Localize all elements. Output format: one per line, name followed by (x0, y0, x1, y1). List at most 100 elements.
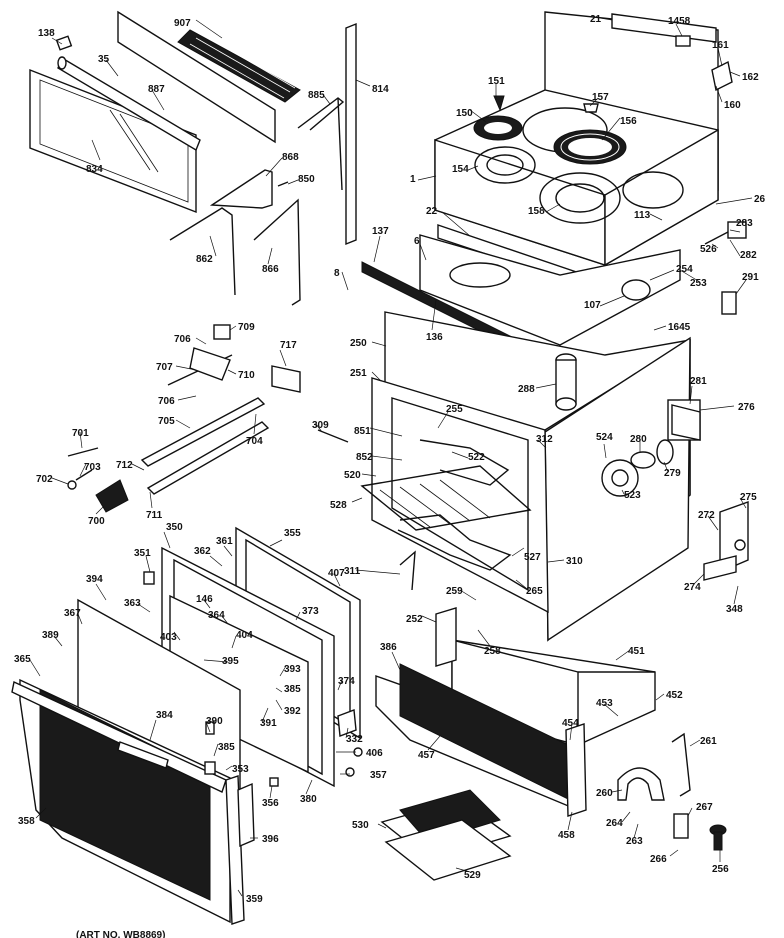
label-1: 1 (410, 174, 416, 185)
vent-tube-288 (555, 353, 577, 411)
label-157: 157 (592, 92, 609, 103)
label-309: 309 (312, 420, 329, 431)
oven-vent-duct (419, 234, 681, 346)
label-389: 389 (42, 630, 59, 641)
bracket-709 (189, 324, 231, 381)
label-712: 712 (116, 460, 133, 471)
label-263: 263 (626, 836, 643, 847)
label-21: 21 (590, 14, 602, 25)
leveling-leg-267 (673, 813, 689, 839)
label-374: 374 (338, 676, 355, 687)
label-885: 885 (308, 90, 325, 101)
bracket-862 (169, 207, 236, 296)
label-358: 358 (18, 816, 35, 827)
label-361: 361 (216, 536, 233, 547)
label-520: 520 (344, 470, 361, 481)
label-373: 373 (302, 606, 319, 617)
label-26: 26 (754, 194, 766, 205)
label-253: 253 (690, 278, 707, 289)
label-457: 457 (418, 750, 435, 761)
label-710: 710 (238, 370, 255, 381)
hinge-receiver-274 (703, 555, 737, 581)
label-862: 862 (196, 254, 213, 265)
vertical-rail-814 (345, 22, 357, 246)
label-390: 390 (206, 716, 223, 727)
label-258: 258 (484, 646, 501, 657)
label-362: 362 (194, 546, 211, 557)
label-35: 35 (98, 54, 110, 65)
label-814: 814 (372, 84, 389, 95)
door-handle-384 (117, 741, 169, 769)
label-530: 530 (352, 820, 369, 831)
bake-element (419, 439, 510, 486)
label-394: 394 (86, 574, 103, 585)
label-367: 367 (64, 608, 81, 619)
label-907: 907 (174, 18, 191, 29)
support-bracket-885 (297, 97, 345, 191)
label-150: 150 (456, 108, 473, 119)
drawer-roller-261 (671, 732, 691, 797)
label-353: 353 (232, 764, 249, 775)
label-703: 703 (84, 462, 101, 473)
vent-trim-assembly (117, 10, 301, 144)
bracket-868 (209, 169, 273, 209)
label-866: 866 (262, 264, 279, 275)
element-rod (57, 56, 201, 152)
label-350: 350 (166, 522, 183, 533)
label-391: 391 (260, 718, 277, 729)
label-527: 527 (524, 552, 541, 563)
backguard-end-cap (675, 35, 733, 92)
label-272: 272 (698, 510, 715, 521)
label-707: 707 (156, 362, 173, 373)
label-526: 526 (700, 244, 717, 255)
leveling-foot-256 (709, 824, 727, 851)
thermostat-bulb-309 (317, 429, 349, 443)
label-137: 137 (372, 226, 389, 237)
label-393: 393 (284, 664, 301, 675)
label-310: 310 (566, 556, 583, 567)
door-hinge-275 (719, 501, 749, 574)
label-154: 154 (452, 164, 469, 175)
label-8: 8 (334, 268, 340, 279)
label-406: 406 (366, 748, 383, 759)
broiler-pan-assembly (380, 789, 512, 881)
label-265: 265 (526, 586, 543, 597)
label-359: 359 (246, 894, 263, 905)
label-160: 160 (724, 100, 741, 111)
label-6: 6 (414, 236, 420, 247)
label-363: 363 (124, 598, 141, 609)
label-701: 701 (72, 428, 89, 439)
label-357: 357 (370, 770, 387, 781)
label-138: 138 (38, 28, 55, 39)
label-529: 529 (464, 870, 481, 881)
label-711: 711 (146, 510, 163, 521)
label-705: 705 (158, 416, 175, 427)
small-parts-701-703 (67, 447, 99, 490)
label-266: 266 (650, 854, 667, 865)
label-453: 453 (596, 698, 613, 709)
label-355: 355 (284, 528, 301, 539)
label-251: 251 (350, 368, 367, 379)
leader-lines (29, 17, 753, 897)
label-717: 717 (280, 340, 297, 351)
label-522: 522 (468, 452, 485, 463)
label-282: 282 (740, 250, 757, 261)
label-158: 158 (528, 206, 545, 217)
label-151: 151 (488, 76, 505, 87)
label-834: 834 (86, 164, 103, 175)
igniter-700 (95, 479, 129, 513)
label-267: 267 (696, 802, 713, 813)
label-706b: 706 (158, 396, 175, 407)
label-523: 523 (624, 490, 641, 501)
label-851: 851 (354, 426, 371, 437)
footer-art-number: (ART NO. WB8869) (76, 930, 165, 938)
label-384: 384 (156, 710, 173, 721)
label-396: 396 (262, 834, 279, 845)
label-252: 252 (406, 614, 423, 625)
label-524: 524 (596, 432, 613, 443)
label-852: 852 (356, 452, 373, 463)
label-281: 281 (690, 376, 707, 387)
label-275: 275 (740, 492, 757, 503)
label-348: 348 (726, 604, 743, 615)
